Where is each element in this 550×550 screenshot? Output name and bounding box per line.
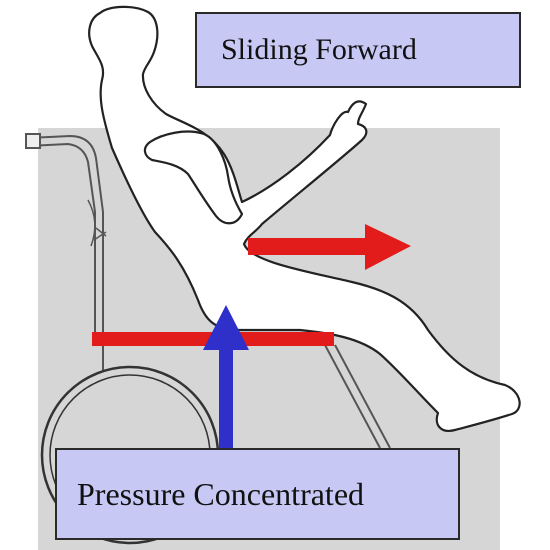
arrow-right-icon <box>248 224 411 270</box>
arrow-up-icon <box>203 305 249 450</box>
pressure-concentrated-label: Pressure Concentrated <box>55 448 460 540</box>
person-arm-outline <box>143 130 244 225</box>
seated-person-outline-icon <box>88 5 521 432</box>
sliding-forward-label: Sliding Forward <box>195 12 521 88</box>
wheelchair-frame <box>25 133 391 449</box>
